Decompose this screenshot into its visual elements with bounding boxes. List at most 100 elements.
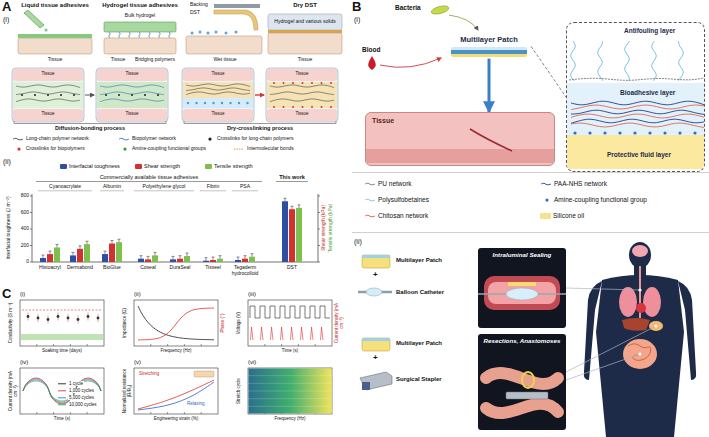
mechanism-inset	[182, 68, 254, 122]
droplet	[44, 28, 47, 31]
axis-title: Soaking time (days)	[42, 348, 82, 353]
panel-number: (ii)	[3, 158, 11, 166]
error-bar	[49, 251, 52, 254]
tick-mark	[30, 229, 32, 230]
error-bar	[140, 256, 143, 259]
part-label: DST	[190, 10, 200, 16]
tissue-block: Tissue	[365, 112, 555, 166]
impedance-curve	[138, 306, 214, 340]
heart	[636, 303, 646, 313]
error-bar	[172, 256, 175, 259]
error-bar	[79, 246, 82, 249]
error-bar	[244, 256, 247, 259]
bar	[40, 258, 46, 262]
water-droplet	[199, 31, 202, 34]
plus-sign: +	[373, 353, 378, 362]
separator-line	[352, 172, 709, 173]
error-bar	[147, 256, 150, 259]
error-bar	[237, 257, 240, 260]
intestine	[623, 339, 657, 369]
polymer-chain	[270, 92, 334, 95]
patch-icon-layer	[362, 338, 390, 341]
heatmap-row	[248, 383, 332, 384]
bar	[282, 201, 288, 262]
group-bracket	[200, 190, 226, 191]
legend-swatch	[205, 164, 212, 169]
tick-mark	[315, 344, 316, 346]
legend-sample	[234, 149, 244, 150]
legend-text: Intermolecular bonds	[247, 145, 294, 151]
tissue-band	[183, 109, 253, 121]
data-point	[67, 317, 70, 320]
tick-mark	[281, 344, 282, 346]
error-bar	[86, 241, 89, 244]
legend-sample	[365, 199, 375, 201]
error-bar	[72, 252, 75, 255]
panel-letter: C	[2, 287, 11, 302]
bar	[145, 259, 151, 262]
group-bracket	[276, 181, 308, 182]
polysulfobetaine-chain	[598, 41, 603, 81]
error-bar	[251, 254, 254, 257]
tick-mark	[167, 344, 168, 346]
legend-text: Crosslinks for biopolymers	[26, 145, 85, 151]
bar	[177, 259, 183, 262]
legend-item: PU network	[378, 180, 412, 187]
legend-text: 1 cycle	[68, 381, 84, 386]
plot-frame	[248, 300, 332, 346]
error-bar	[212, 257, 215, 260]
legend-text: Shear strength	[144, 163, 180, 169]
patch-layers	[451, 47, 527, 57]
crosslink	[21, 94, 23, 96]
axis-title: Stretch cycle	[236, 368, 241, 414]
group-heading: Albumin	[103, 184, 121, 190]
adhesive-region	[267, 82, 337, 108]
mechanism-inset	[12, 68, 84, 122]
part-label: Bacteria	[395, 4, 421, 11]
bioadhesive-region	[567, 83, 705, 135]
water-layer	[183, 98, 253, 108]
group-heading: Cyanoacrylate	[49, 184, 81, 190]
tick-mark	[318, 196, 320, 197]
hydrogel-slab	[104, 22, 176, 32]
amine-group	[588, 131, 591, 134]
part-label: Tissue	[125, 71, 138, 76]
tick-mark	[150, 344, 151, 346]
interfacial-bond	[302, 106, 304, 108]
legend-text: Silicone oil	[553, 212, 584, 219]
error-bar	[111, 241, 114, 244]
category-label: DuraSeal	[164, 265, 196, 271]
amine-group	[573, 131, 576, 134]
paa-nhs-chain	[571, 101, 704, 105]
legend-sample	[17, 148, 20, 151]
tick-mark	[30, 212, 32, 213]
legend-swatch	[540, 213, 551, 219]
bar	[152, 255, 158, 262]
polymer-chain	[16, 99, 80, 102]
tick-mark	[36, 344, 37, 346]
lung	[643, 287, 661, 317]
bar	[289, 209, 295, 262]
panel-number: (i)	[3, 16, 9, 24]
amine-group	[693, 131, 696, 134]
axis-line	[32, 194, 318, 262]
interfacial-bond	[330, 106, 332, 108]
axis-title: Engineering strain (%)	[154, 416, 199, 421]
bar	[235, 260, 241, 262]
current-spikes	[251, 327, 324, 340]
amine-group	[603, 131, 606, 134]
bridging-polymer	[119, 32, 120, 38]
leader-dot	[638, 288, 641, 291]
error-bar	[104, 251, 107, 254]
axis-title: Current density (mA cm⁻²)	[8, 368, 18, 414]
arm	[678, 281, 696, 380]
mechanism-inset	[96, 68, 168, 122]
crosslink	[157, 94, 159, 96]
tissue-block	[104, 38, 176, 54]
tick-mark	[264, 344, 265, 346]
curve-label: Stretching	[138, 371, 160, 376]
error-bar	[219, 256, 222, 259]
legend-text: Crosslinks for long-chain polymers	[217, 135, 293, 141]
catheter-balloon	[506, 288, 538, 300]
zoom-connector	[531, 46, 566, 97]
